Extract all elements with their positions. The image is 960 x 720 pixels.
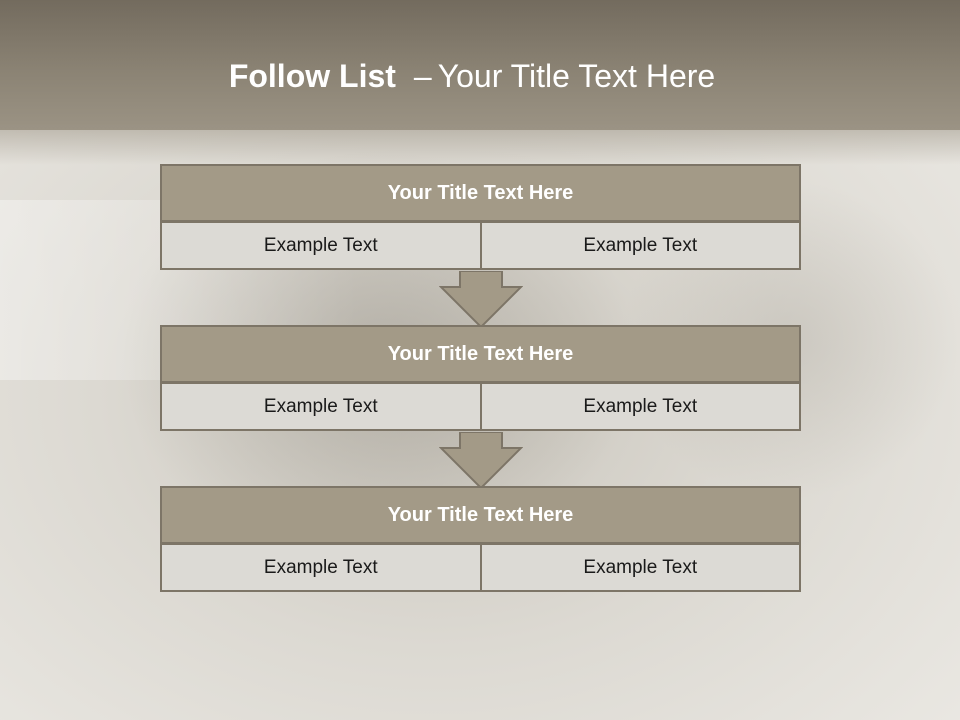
slide-title: Follow List–Your Title Text Here — [0, 56, 944, 96]
down-arrow-icon — [439, 271, 523, 329]
block-row: Example Text Example Text — [160, 221, 801, 270]
slide-title-bold: Follow List — [228, 58, 396, 94]
block-cell-right: Example Text — [479, 382, 801, 431]
block-cell-left: Example Text — [160, 543, 482, 592]
header-band — [0, 0, 960, 130]
block-cell-left: Example Text — [160, 221, 482, 270]
list-block-1: Your Title Text Here Example Text Exampl… — [160, 164, 801, 270]
header-fade — [0, 125, 960, 165]
block-row: Example Text Example Text — [160, 543, 801, 592]
block-cell-right: Example Text — [479, 543, 801, 592]
list-block-3: Your Title Text Here Example Text Exampl… — [160, 486, 801, 592]
block-title: Your Title Text Here — [160, 164, 801, 222]
slide-title-separator: – — [413, 58, 432, 94]
block-cell-left: Example Text — [160, 382, 482, 431]
block-cell-right: Example Text — [479, 221, 801, 270]
block-title: Your Title Text Here — [160, 325, 801, 383]
down-arrow-icon — [439, 432, 523, 490]
list-block-2: Your Title Text Here Example Text Exampl… — [160, 325, 801, 431]
block-title: Your Title Text Here — [160, 486, 801, 544]
block-row: Example Text Example Text — [160, 382, 801, 431]
slide-title-rest: Your Title Text Here — [437, 58, 716, 94]
